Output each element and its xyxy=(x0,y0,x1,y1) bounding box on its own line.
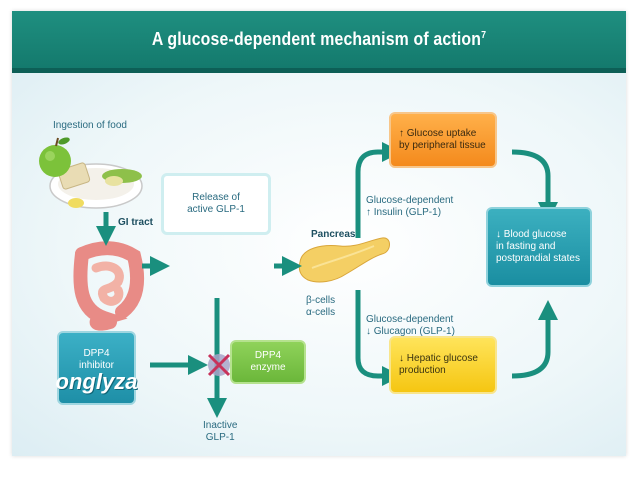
box-dpp4-inhibitor: DPP4 inhibitor onglyza xyxy=(55,331,138,405)
brand-logo: onglyza xyxy=(55,369,138,394)
label-pancreas: Pancreas xyxy=(311,229,356,240)
flow-arrows xyxy=(96,142,558,418)
arrow-hepatic-to-blood xyxy=(511,300,558,379)
page-title: A glucose-dependent mechanism of action7 xyxy=(151,29,487,49)
intestine-icon xyxy=(73,241,145,331)
apple-icon xyxy=(39,137,71,177)
pancreas-icon xyxy=(298,237,390,283)
label-ingestion: Ingestion of food xyxy=(53,120,127,131)
label-insulin: Glucose-dependent ↑ Insulin (GLP-1) xyxy=(366,195,454,218)
label-inactive-glp1: Inactive GLP-1 xyxy=(203,420,238,443)
header-bar: A glucose-dependent mechanism of action7 xyxy=(12,11,626,73)
arrow-uptake-to-blood xyxy=(511,149,558,222)
label-alpha-cells: α-cells xyxy=(306,307,336,318)
arrow-pancreas-to-hepatic xyxy=(355,290,402,386)
label-glucagon: Glucose-dependent ↓ Glucagon (GLP-1) xyxy=(366,314,455,337)
arrow-pancreas-to-uptake xyxy=(355,142,402,238)
label-beta-cells: β-cells xyxy=(306,295,336,306)
label-gi-tract: GI tract xyxy=(118,217,154,228)
block-x-icon xyxy=(207,353,231,377)
